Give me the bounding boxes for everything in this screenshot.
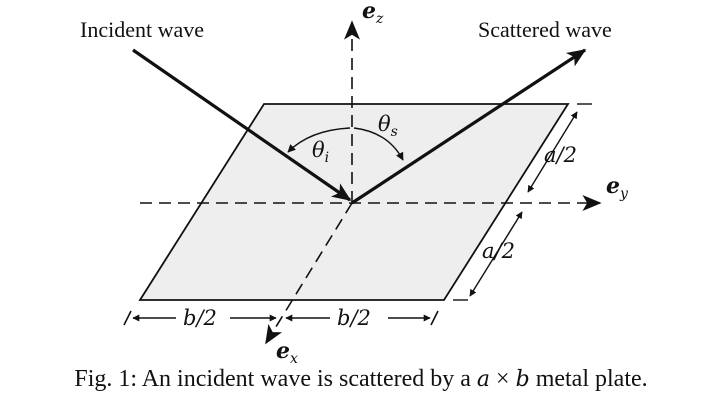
dim-a-arrow-top [527,111,578,193]
figure-caption: Fig. 1: An incident wave is scattered by… [0,366,722,393]
ex-label: ex [276,338,298,367]
dim-a-top-label: a/2 [544,143,577,167]
incident-wave-label: Incident wave [80,17,204,42]
caption-var-a: a [476,367,491,392]
scattered-wave-label: Scattered wave [478,17,612,42]
ez-label: ez [362,0,384,27]
ey-label: ey [606,173,629,202]
theta-s-label: θs [378,112,398,140]
incident-wave-arrow [132,48,352,202]
dim-a-arrow-bottom [469,211,523,297]
dim-b-tick-right [430,310,439,326]
theta-i-arc [287,127,351,153]
caption-var-b: b [515,367,530,392]
dim-a-bottom-label: a/2 [482,239,515,263]
dim-b-right-label: b/2 [337,306,371,330]
scattered-wave-arrow [351,48,587,205]
caption-times: × [490,366,516,392]
dim-b-tick-left [123,310,132,326]
dim-b-left-label: b/2 [183,306,217,330]
caption-prefix: Fig. 1: An incident wave is scattered by… [74,366,477,392]
theta-i-label: θi [312,138,329,166]
theta-s-arc [353,127,404,161]
x-axis-dashed [265,202,353,345]
caption-suffix: metal plate. [529,366,648,392]
